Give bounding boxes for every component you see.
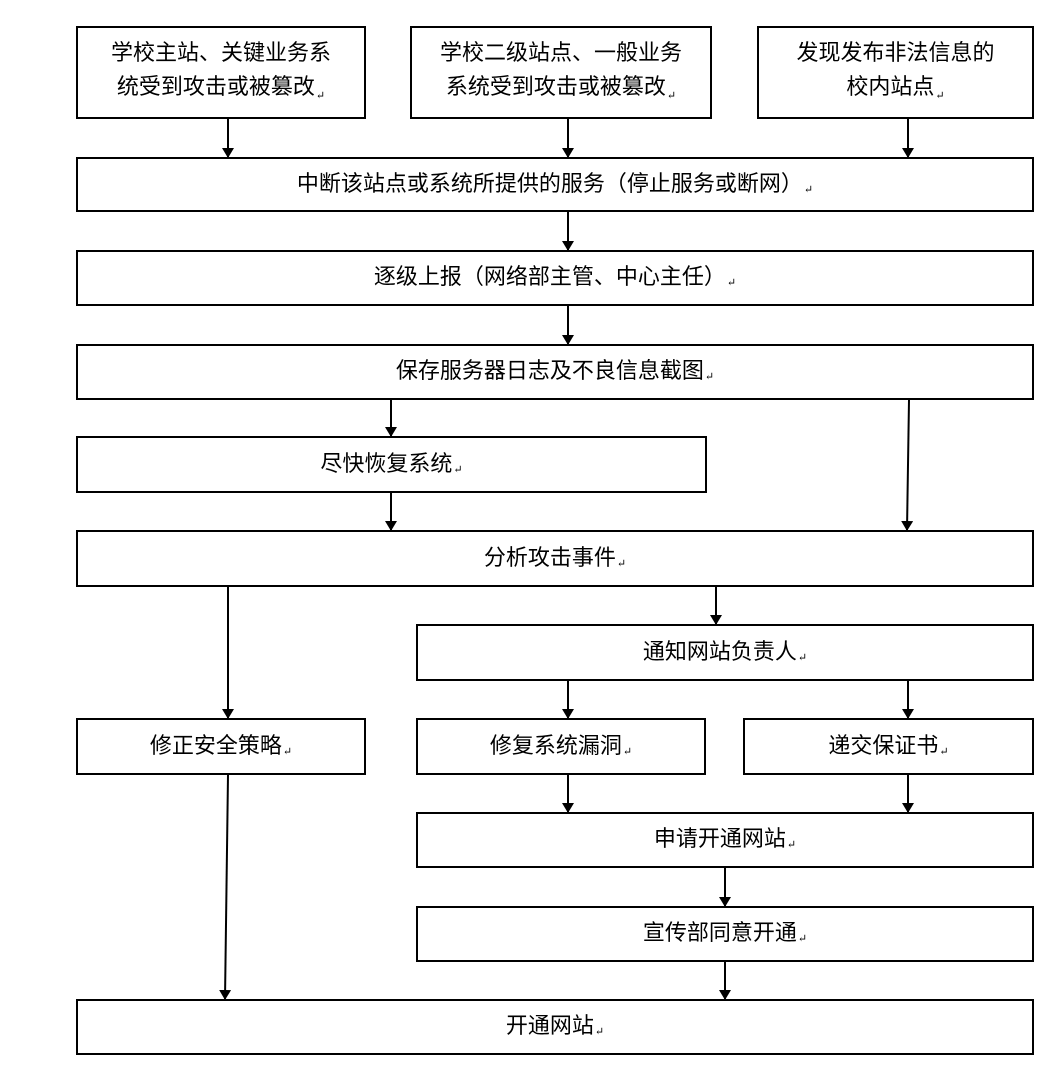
notify-owner-box: 通知网站负责人↵ <box>416 624 1034 681</box>
fix-vulnerabilities-label: 修复系统漏洞 <box>489 733 622 759</box>
interrupt-service-label: 中断该站点或系统所提供的服务（停止服务或断网） <box>296 171 803 197</box>
save-logs-label: 保存服务器日志及不良信息截图 <box>395 359 704 384</box>
secondary-site-attacked-line2: 系统受到攻击或被篡改 <box>445 75 666 100</box>
main-site-attacked-line1: 学校主站、关键业务系 <box>110 41 331 66</box>
paragraph-mark: ↵ <box>622 744 633 758</box>
analyze-attack-label: 分析攻击事件 <box>483 545 616 571</box>
submit-guarantee-box: 递交保证书↵ <box>743 718 1034 775</box>
analyze-attack-box: 分析攻击事件↵ <box>76 530 1034 587</box>
paragraph-mark: ↵ <box>803 182 814 196</box>
secondary-site-attacked-line1: 学校二级站点、一般业务 <box>439 41 682 66</box>
paragraph-mark: ↵ <box>594 1025 605 1038</box>
secondary-site-attacked-box: 学校二级站点、一般业务 系统受到攻击或被篡改↵ <box>410 26 712 119</box>
open-site-label: 开通网站 <box>505 1014 594 1039</box>
paragraph-mark: ↵ <box>453 462 463 476</box>
paragraph-mark: ↵ <box>666 89 677 102</box>
restore-system-label: 尽快恢复系统 <box>320 451 453 477</box>
illegal-info-site-box: 发现发布非法信息的 校内站点↵ <box>757 26 1034 119</box>
paragraph-mark: ↵ <box>726 276 737 289</box>
arrow-policy-to-open <box>219 774 232 1000</box>
apply-reopen-label: 申请开通网站 <box>653 827 786 852</box>
interrupt-service-box: 中断该站点或系统所提供的服务（停止服务或断网）↵ <box>76 157 1034 212</box>
paragraph-mark: ↵ <box>704 370 715 383</box>
illegal-info-site-line2: 校内站点 <box>846 75 935 100</box>
publicity-approve-box: 宣传部同意开通↵ <box>416 906 1034 962</box>
apply-reopen-box: 申请开通网站↵ <box>416 812 1034 868</box>
main-site-attacked-box: 学校主站、关键业务系 统受到攻击或被篡改↵ <box>76 26 366 119</box>
fix-security-policy-box: 修正安全策略↵ <box>76 718 366 775</box>
arrow-save-to-analyze <box>901 399 914 531</box>
main-site-attacked-line2: 统受到攻击或被篡改 <box>116 75 315 100</box>
notify-owner-label: 通知网站负责人 <box>642 639 797 665</box>
paragraph-mark: ↵ <box>315 89 326 102</box>
paragraph-mark: ↵ <box>797 932 808 945</box>
report-upward-label: 逐级上报（网络部主管、中心主任） <box>373 265 726 290</box>
paragraph-mark: ↵ <box>939 744 949 758</box>
paragraph-mark: ↵ <box>616 556 627 570</box>
publicity-approve-label: 宣传部同意开通 <box>642 921 797 946</box>
restore-system-box: 尽快恢复系统↵ <box>76 436 707 493</box>
paragraph-mark: ↵ <box>797 650 808 664</box>
fix-security-policy-label: 修正安全策略 <box>149 733 282 759</box>
open-site-box: 开通网站↵ <box>76 999 1034 1055</box>
fix-vulnerabilities-box: 修复系统漏洞↵ <box>416 718 706 775</box>
illegal-info-site-line1: 发现发布非法信息的 <box>796 41 995 66</box>
paragraph-mark: ↵ <box>935 89 945 102</box>
paragraph-mark: ↵ <box>282 744 293 758</box>
report-upward-box: 逐级上报（网络部主管、中心主任）↵ <box>76 250 1034 306</box>
paragraph-mark: ↵ <box>786 838 797 851</box>
submit-guarantee-label: 递交保证书 <box>828 733 939 759</box>
save-logs-box: 保存服务器日志及不良信息截图↵ <box>76 344 1034 400</box>
